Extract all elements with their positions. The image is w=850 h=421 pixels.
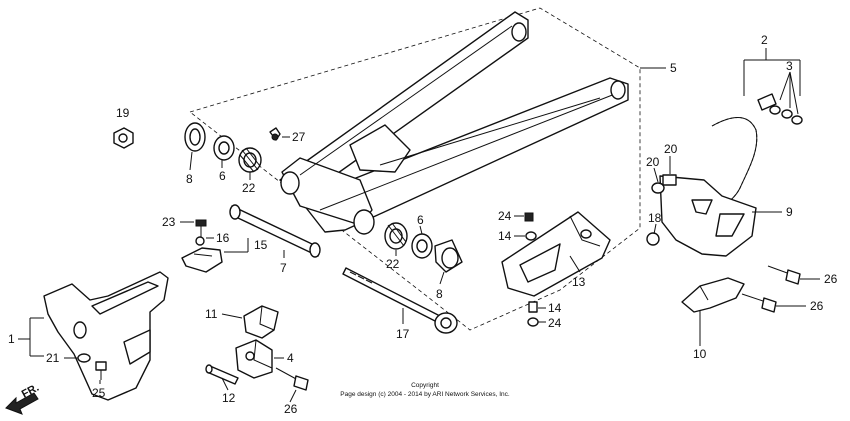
pin-12 [205,364,239,385]
leader-lines [18,48,820,403]
callout-5: 5 [670,61,677,75]
chain-slider-11 [243,305,279,339]
bolt-26-lower [741,293,777,313]
front-direction-label: FR. [20,382,41,401]
bolt-23 [195,219,207,238]
chain-guide-plate [681,277,745,313]
nut-19 [113,127,134,149]
pivot-bolt [342,267,458,334]
callout-2: 2 [761,33,768,47]
callout-18: 18 [648,211,662,225]
callout-10: 10 [693,347,707,361]
callout-9: 9 [786,205,793,219]
callout-22-left: 22 [242,181,256,195]
grease-nipple [269,127,281,141]
callout-labels: 1 2 3 4 5 6 6 7 8 8 9 10 11 12 13 14 14 … [8,33,838,416]
front-direction-arrow-icon [5,392,39,415]
bolt-25 [95,361,107,380]
bracket-15 [181,236,223,273]
copyright-line-2: Page design (c) 2004 - 2014 by ARI Netwo… [340,391,510,398]
callout-15: 15 [254,238,268,252]
collar-21 [77,353,91,363]
chain-guide-slider [501,211,611,297]
pivot-collar [229,204,321,258]
needle-bearing-left [238,147,262,173]
swingarm [279,11,629,235]
callout-1: 1 [8,332,15,346]
callout-26-bottom: 26 [284,402,298,416]
collar-20-a [651,182,665,194]
dust-seal-left [184,122,206,152]
chain-case [659,175,757,257]
callout-17: 17 [396,327,410,341]
collar-left [213,135,235,161]
bolt-24-bottom [527,317,539,327]
callout-20-a: 20 [646,155,660,169]
needle-bearing-right [384,222,408,250]
callout-20-b: 20 [664,142,678,156]
callout-24-top: 24 [498,209,512,223]
callout-7: 7 [280,261,287,275]
callout-26-upper: 26 [824,272,838,286]
callout-4: 4 [287,351,294,365]
swingarm-cover [43,271,169,401]
callout-12: 12 [222,391,236,405]
callout-6-right: 6 [417,213,424,227]
dust-seal-right [434,239,463,273]
collar-20-b [662,174,677,186]
bolt-26-upper [767,265,801,285]
callout-14-bottom: 14 [548,301,562,315]
axle-holder-4 [235,339,273,379]
callout-16: 16 [216,231,230,245]
callout-6-left: 6 [219,169,226,183]
callout-25: 25 [92,386,106,400]
callout-3: 3 [786,59,793,73]
bolt-26-bottom [275,367,309,391]
callout-23: 23 [162,215,176,229]
callout-27: 27 [292,130,306,144]
callout-13: 13 [572,275,586,289]
callout-26-lower: 26 [810,299,824,313]
copyright-line-1: Copyright [411,382,439,389]
callout-24-bottom: 24 [548,316,562,330]
chain-joint [757,93,803,125]
washer-14-bottom [528,301,538,313]
washer-14-top [525,231,537,241]
callout-8-right: 8 [436,287,443,301]
callout-11: 11 [205,307,218,321]
collar-right [411,233,433,259]
bolt-24-top [524,212,534,222]
callout-8-left: 8 [186,172,193,186]
callout-21: 21 [46,351,60,365]
callout-14-top: 14 [498,229,512,243]
callout-22-right: 22 [386,257,400,271]
callout-19: 19 [116,106,130,120]
collar-18 [646,232,660,246]
